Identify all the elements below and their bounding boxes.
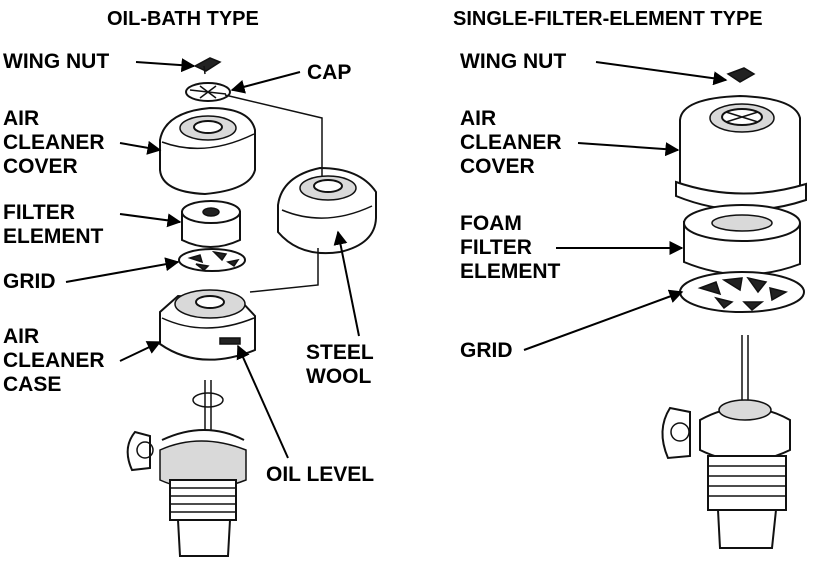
leader-left-case bbox=[119, 341, 162, 362]
right-cover-label-1: AIR bbox=[460, 107, 497, 130]
leader-left-cap bbox=[230, 71, 301, 94]
leader-right-wing-nut bbox=[595, 61, 728, 86]
leader-right-cover bbox=[577, 142, 680, 157]
left-cover-label-3: COVER bbox=[3, 155, 78, 178]
left-engine-part bbox=[126, 429, 247, 557]
left-cap-part bbox=[185, 82, 231, 102]
left-case-label-2: CLEANER bbox=[3, 349, 105, 372]
right-grid-label: GRID bbox=[460, 339, 513, 362]
left-case-label-3: CASE bbox=[3, 373, 62, 396]
leader-right-grid bbox=[523, 289, 684, 351]
left-cover-label-1: AIR bbox=[3, 107, 40, 130]
right-air-cleaner-cover-part bbox=[675, 94, 807, 211]
right-wing-nut-label: WING NUT bbox=[460, 50, 567, 73]
left-air-cleaner-case-part bbox=[159, 289, 256, 361]
right-foam-label-2: FILTER bbox=[460, 236, 532, 259]
leader-left-grid bbox=[65, 257, 180, 283]
left-case-label-1: AIR bbox=[3, 325, 40, 348]
left-cover-label-2: CLEANER bbox=[3, 131, 105, 154]
right-engine-part bbox=[661, 335, 791, 549]
left-filter-label-1: FILTER bbox=[3, 201, 75, 224]
leader-left-wing-nut bbox=[135, 58, 196, 73]
right-foam-filter-part bbox=[683, 204, 801, 276]
left-wing-nut-label: WING NUT bbox=[3, 50, 110, 73]
left-steel-wool-label-2: WOOL bbox=[306, 365, 372, 388]
left-air-cleaner-cover-part bbox=[159, 106, 256, 196]
leader-left-filter bbox=[119, 213, 182, 228]
right-title: SINGLE-FILTER-ELEMENT TYPE bbox=[453, 8, 763, 30]
leader-left-steel-wool bbox=[333, 230, 360, 337]
left-grid-label: GRID bbox=[3, 270, 56, 293]
right-grid-part bbox=[679, 271, 805, 313]
right-wing-nut-part bbox=[726, 67, 756, 83]
left-grid-part bbox=[178, 248, 246, 272]
right-foam-label-1: FOAM bbox=[460, 212, 522, 235]
right-cover-label-3: COVER bbox=[460, 155, 535, 178]
left-steel-wool-label-1: STEEL bbox=[306, 341, 374, 364]
right-foam-label-3: ELEMENT bbox=[460, 260, 561, 283]
left-filter-element-part bbox=[181, 200, 241, 248]
left-cap-label: CAP bbox=[307, 61, 352, 84]
left-oil-level-label: OIL LEVEL bbox=[266, 463, 375, 486]
left-steel-wool-part bbox=[277, 166, 377, 255]
left-title: OIL-BATH TYPE bbox=[107, 8, 259, 30]
left-wing-nut-part bbox=[193, 57, 222, 75]
leader-left-cover bbox=[119, 140, 162, 155]
left-filter-label-2: ELEMENT bbox=[3, 225, 104, 248]
right-cover-label-2: CLEANER bbox=[460, 131, 562, 154]
leader-left-oil-level bbox=[236, 344, 289, 459]
